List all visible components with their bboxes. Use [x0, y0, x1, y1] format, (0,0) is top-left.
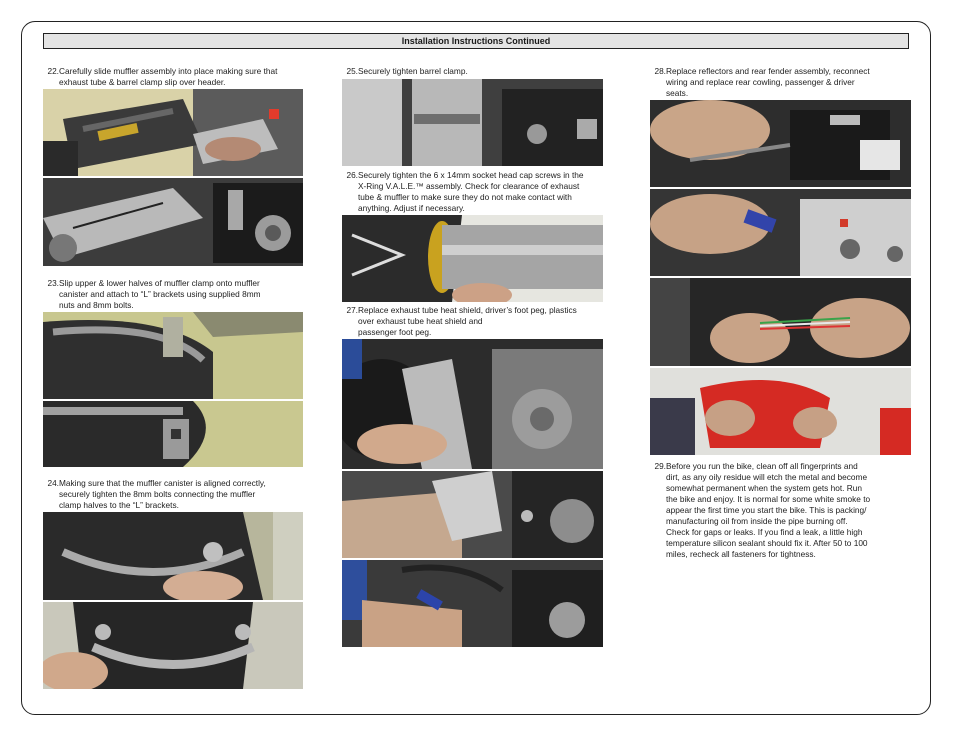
step-28: 28. Replace reflectors and rear fender a…: [650, 66, 912, 99]
step-line: Check for gaps or leaks. If you find a l…: [666, 527, 863, 537]
step-line: Carefully slide muffler assembly into pl…: [59, 66, 278, 76]
step-number: 25.: [346, 66, 358, 76]
step-line: miles, recheck all fasteners for tightne…: [666, 549, 816, 559]
step-line: Making sure that the muffler canister is…: [59, 478, 266, 488]
step-line: nuts and 8mm bolts.: [59, 300, 134, 310]
step-line: the bike and enjoy. It is normal for som…: [666, 494, 871, 504]
step-line: clamp halves to the “L” brackets.: [59, 500, 179, 510]
step-line: Securely tighten the 6 x 14mm socket hea…: [358, 170, 584, 180]
step-line: passenger foot peg.: [358, 327, 432, 337]
step-line: appear the first time you start the bike…: [666, 505, 867, 515]
step-line: seats.: [666, 88, 689, 98]
photo-wiring: [650, 278, 911, 366]
step-line: manufacturing oil from inside the pipe b…: [666, 516, 848, 526]
photo-rear-cowling: [650, 368, 911, 455]
step-line: X-Ring V.A.L.E.™ assembly. Check for cle…: [358, 181, 580, 191]
step-line: exhaust tube & barrel clamp slip over he…: [59, 77, 226, 87]
step-line: canister and attach to “L” brackets usin…: [59, 289, 261, 299]
page-border: [21, 21, 931, 715]
photo-muffler-installed: [43, 178, 303, 266]
step-line: dirt, as any oily residue will etch the …: [666, 472, 868, 482]
photo-clamp-lower: [43, 401, 303, 467]
photo-tighten-bolts-upper: [43, 512, 303, 600]
step-number: 28.: [654, 66, 666, 76]
step-number: 29.: [654, 461, 666, 471]
step-number: 24.: [47, 478, 59, 488]
photo-rear-fender: [650, 100, 911, 187]
step-number: 26.: [346, 170, 358, 180]
step-line: temperature silicon sealant should fix i…: [666, 538, 868, 548]
step-line: wiring and replace rear cowling, passeng…: [666, 77, 855, 87]
photo-tighten-bolts-lower: [43, 602, 303, 689]
step-line: Slip upper & lower halves of muffler cla…: [59, 278, 260, 288]
photo-passenger-peg: [342, 560, 603, 647]
step-number: 27.: [346, 305, 358, 315]
step-line: over exhaust tube heat shield and: [358, 316, 483, 326]
step-22: 22. Carefully slide muffler assembly int…: [43, 66, 318, 88]
step-line: anything. Adjust if necessary.: [358, 203, 465, 213]
photo-reflectors: [650, 189, 911, 276]
photo-heat-shield: [342, 339, 603, 469]
step-24: 24. Making sure that the muffler caniste…: [43, 478, 318, 511]
step-line: Replace exhaust tube heat shield, driver…: [358, 305, 577, 315]
step-line: somewhat permanent when the system gets …: [666, 483, 863, 493]
step-29: 29. Before you run the bike, clean off a…: [650, 461, 912, 560]
photo-barrel-clamp: [342, 79, 603, 166]
photo-clamp-upper: [43, 312, 303, 399]
page-title: Installation Instructions Continued: [43, 33, 909, 49]
step-line: securely tighten the 8mm bolts connectin…: [59, 489, 256, 499]
step-line: tube & muffler to make sure they do not …: [358, 192, 572, 202]
step-line: Replace reflectors and rear fender assem…: [666, 66, 870, 76]
step-number: 23.: [47, 278, 59, 288]
step-23: 23. Slip upper & lower halves of muffler…: [43, 278, 318, 311]
photo-foot-peg: [342, 471, 603, 558]
photo-vale-assembly: [342, 215, 603, 302]
photo-muffler-slide: [43, 89, 303, 176]
step-line: Securely tighten barrel clamp.: [358, 66, 468, 76]
step-26: 26. Securely tighten the 6 x 14mm socket…: [342, 170, 627, 214]
step-25: 25. Securely tighten barrel clamp.: [342, 66, 622, 77]
step-27: 27. Replace exhaust tube heat shield, dr…: [342, 305, 627, 338]
step-line: Before you run the bike, clean off all f…: [666, 461, 858, 471]
step-number: 22.: [47, 66, 59, 76]
